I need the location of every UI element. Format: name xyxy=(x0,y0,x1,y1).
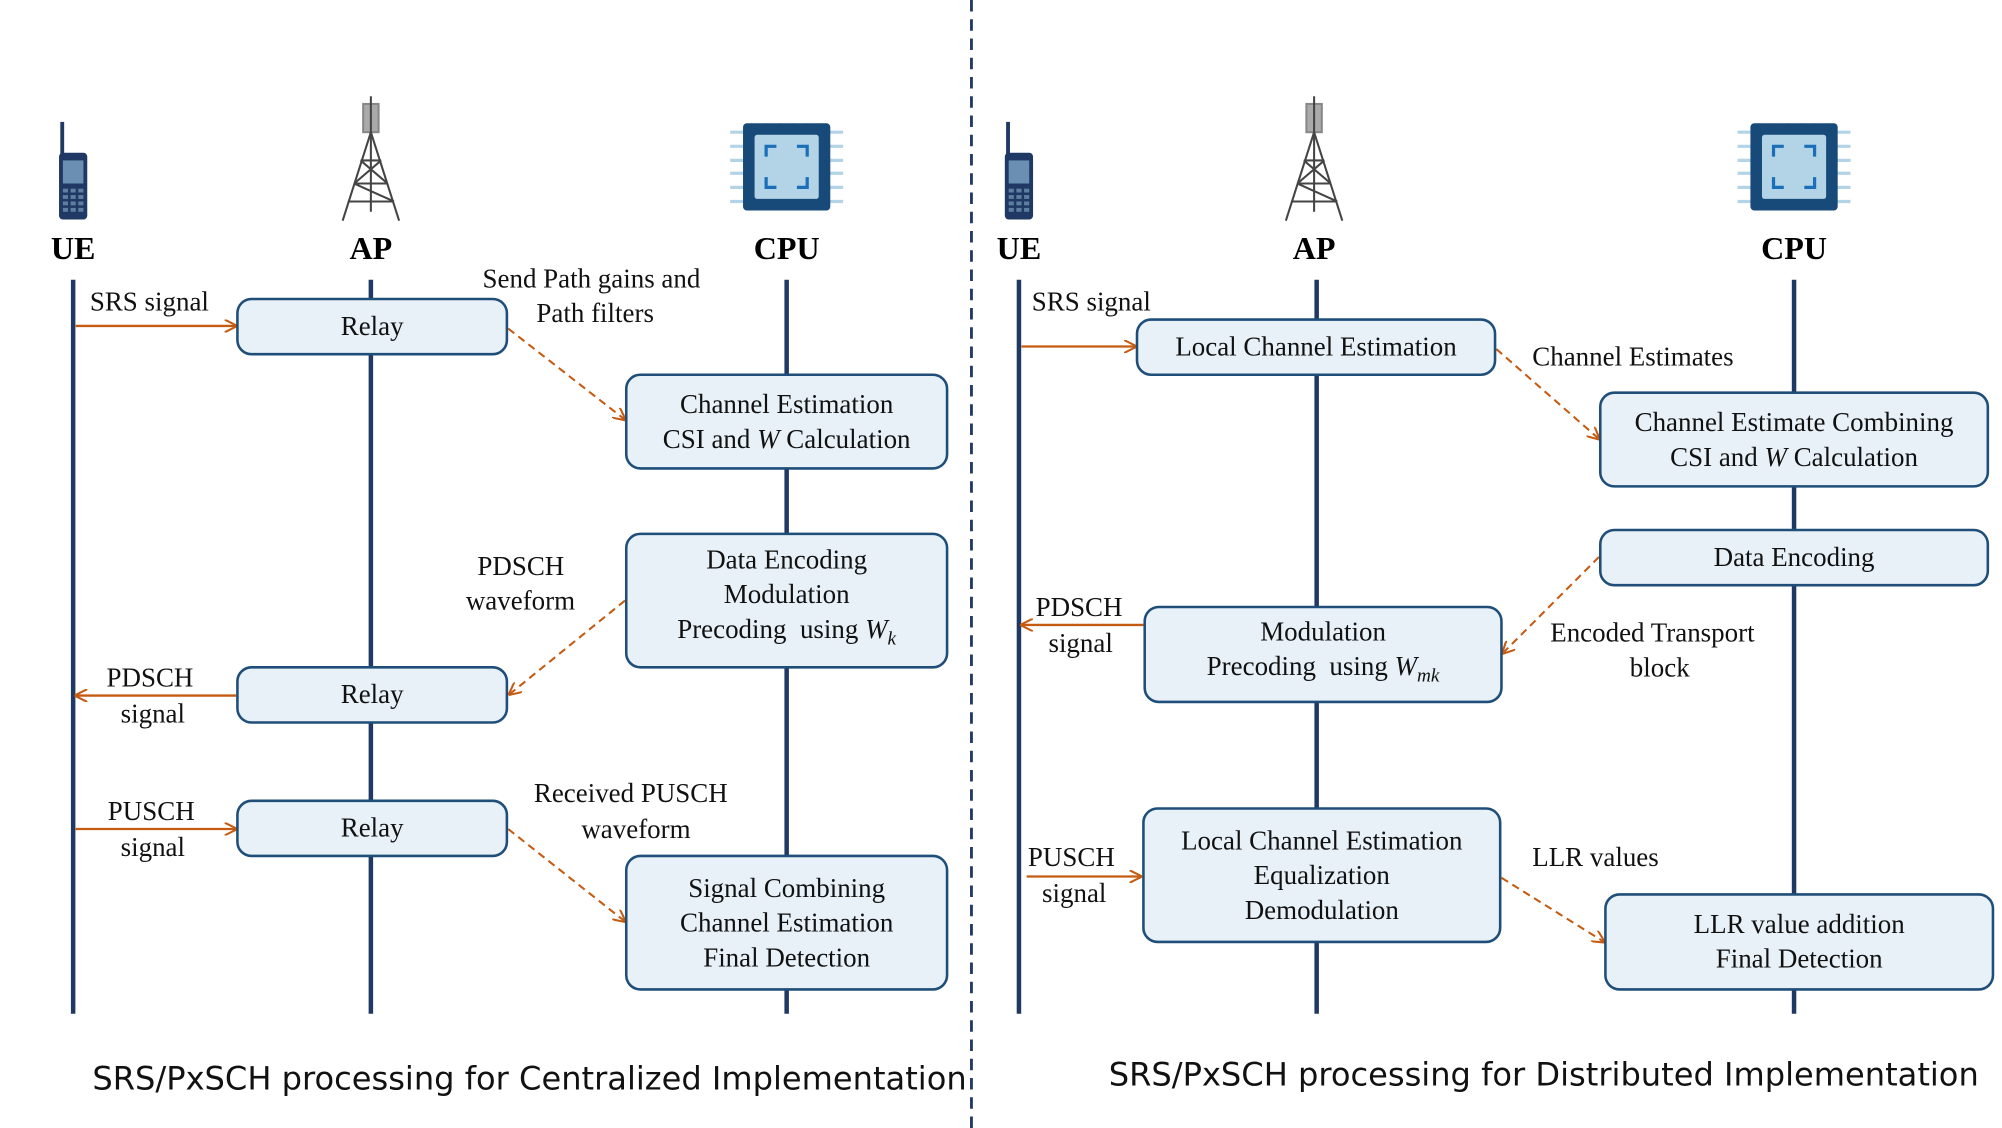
box-text: Final Detection xyxy=(1715,943,1883,975)
label-block: block xyxy=(1629,651,1690,683)
box-text: Calculation xyxy=(786,422,911,454)
label-channel-estimates: Channel Estimates xyxy=(1532,341,1734,373)
label-signal: signal xyxy=(1048,627,1113,659)
label-pdsch-signal: PDSCH xyxy=(106,662,194,693)
box-text: Local Channel Estimation xyxy=(1175,331,1457,362)
box-text: Channel Estimation xyxy=(679,906,894,938)
label-srs-signal: SRS signal xyxy=(89,286,209,317)
channel-estimate-combining-box: Channel Estimate Combining CSI and W Cal… xyxy=(1598,391,1990,488)
relay-box-srs: Relay xyxy=(236,297,509,356)
box-text: Equalization xyxy=(1253,859,1390,890)
entity-label-cpu: CPU xyxy=(1761,232,1828,267)
relay-box-pusch: Relay xyxy=(236,799,509,858)
label-encoded-transport: Encoded Transport xyxy=(1550,617,1755,649)
label-send-path-gains: Send Path gains and xyxy=(482,263,701,294)
data-encoding-box: Data Encoding xyxy=(1598,528,1990,587)
entity-label-ap: AP xyxy=(349,232,393,267)
arrow-channel-estimates xyxy=(1495,348,1599,439)
signal-combining-box: Signal Combining Channel Estimation Fina… xyxy=(624,854,949,991)
box-text: Channel Estimate Combining xyxy=(1634,406,1954,437)
label-path-filters: Path filters xyxy=(536,297,654,329)
cell-tower-icon xyxy=(341,96,401,222)
label-llr-values: LLR values xyxy=(1532,841,1659,873)
label-pusch: PUSCH xyxy=(107,795,195,827)
label-waveform: waveform xyxy=(581,813,691,845)
caption-centralized: SRS/PxSCH processing for Centralized Imp… xyxy=(92,1060,967,1098)
label-pdsch: PDSCH xyxy=(477,550,565,582)
box-text: Final Detection xyxy=(703,941,871,973)
box-text: Signal Combining xyxy=(688,872,886,903)
box-text: LLR value addition xyxy=(1693,908,1905,940)
math-symbol: W xyxy=(1394,650,1418,682)
box-text: Calculation xyxy=(1793,440,1918,472)
box-text: Modulation xyxy=(1260,615,1386,647)
label-signal: signal xyxy=(120,698,186,729)
processor-chip-icon xyxy=(730,123,844,211)
box-text: CSI and xyxy=(662,422,751,454)
box-text: Precoding using xyxy=(1206,650,1388,682)
processor-chip-icon xyxy=(1737,123,1851,211)
box-text: Relay xyxy=(340,812,404,844)
arrow-encoded-block xyxy=(1503,556,1600,653)
label-pdsch: PDSCH xyxy=(1035,591,1123,623)
local-estimation-demod-box: Local Channel Estimation Equalization De… xyxy=(1142,807,1502,944)
mobile-phone-icon xyxy=(1004,121,1034,220)
label-pusch: PUSCH xyxy=(1027,841,1115,873)
label-waveform: waveform xyxy=(465,585,576,616)
math-symbol: W xyxy=(757,422,780,454)
entity-label-ap: AP xyxy=(1292,232,1336,267)
arrow-llr-values xyxy=(1500,876,1604,942)
label-received-pusch: Received PUSCH xyxy=(533,777,728,809)
label-srs-signal: SRS signal xyxy=(1031,286,1151,317)
cell-tower-icon xyxy=(1284,96,1344,222)
math-subscript: k xyxy=(887,629,897,651)
caption-distributed: SRS/PxSCH processing for Distributed Imp… xyxy=(1108,1056,1979,1094)
math-symbol: W xyxy=(1764,440,1787,472)
box-text: Precoding using xyxy=(677,613,859,645)
math-subscript: mk xyxy=(1417,666,1440,687)
mobile-phone-icon xyxy=(59,121,88,220)
llr-addition-box: LLR value addition Final Detection xyxy=(1604,893,1995,991)
box-text: Modulation xyxy=(723,579,850,611)
local-channel-estimation-box: Local Channel Estimation xyxy=(1135,318,1497,377)
channel-estimation-box: Channel Estimation CSI and W Calculation xyxy=(624,373,949,470)
box-text: Data Encoding xyxy=(1713,541,1875,573)
data-encoding-box: Data Encoding Modulation Precoding using… xyxy=(624,532,949,669)
box-text: Relay xyxy=(340,678,404,710)
arrow-path-gains xyxy=(507,327,625,420)
label-signal: signal xyxy=(120,831,186,863)
box-text: Relay xyxy=(340,310,404,342)
modulation-precoding-box: Modulation Precoding using Wmk xyxy=(1143,605,1503,704)
label-signal: signal xyxy=(1042,877,1107,909)
box-text: Local Channel Estimation xyxy=(1181,824,1463,856)
box-text: CSI and xyxy=(1670,440,1758,472)
box-text: Data Encoding xyxy=(706,544,868,576)
entity-label-ue: UE xyxy=(996,232,1042,267)
math-symbol: W xyxy=(865,613,888,645)
entity-label-ue: UE xyxy=(50,232,96,267)
entity-label-cpu: CPU xyxy=(753,232,820,267)
box-text: Channel Estimation xyxy=(679,388,894,419)
box-text: Demodulation xyxy=(1244,893,1399,925)
relay-box-pdsch: Relay xyxy=(236,666,509,724)
